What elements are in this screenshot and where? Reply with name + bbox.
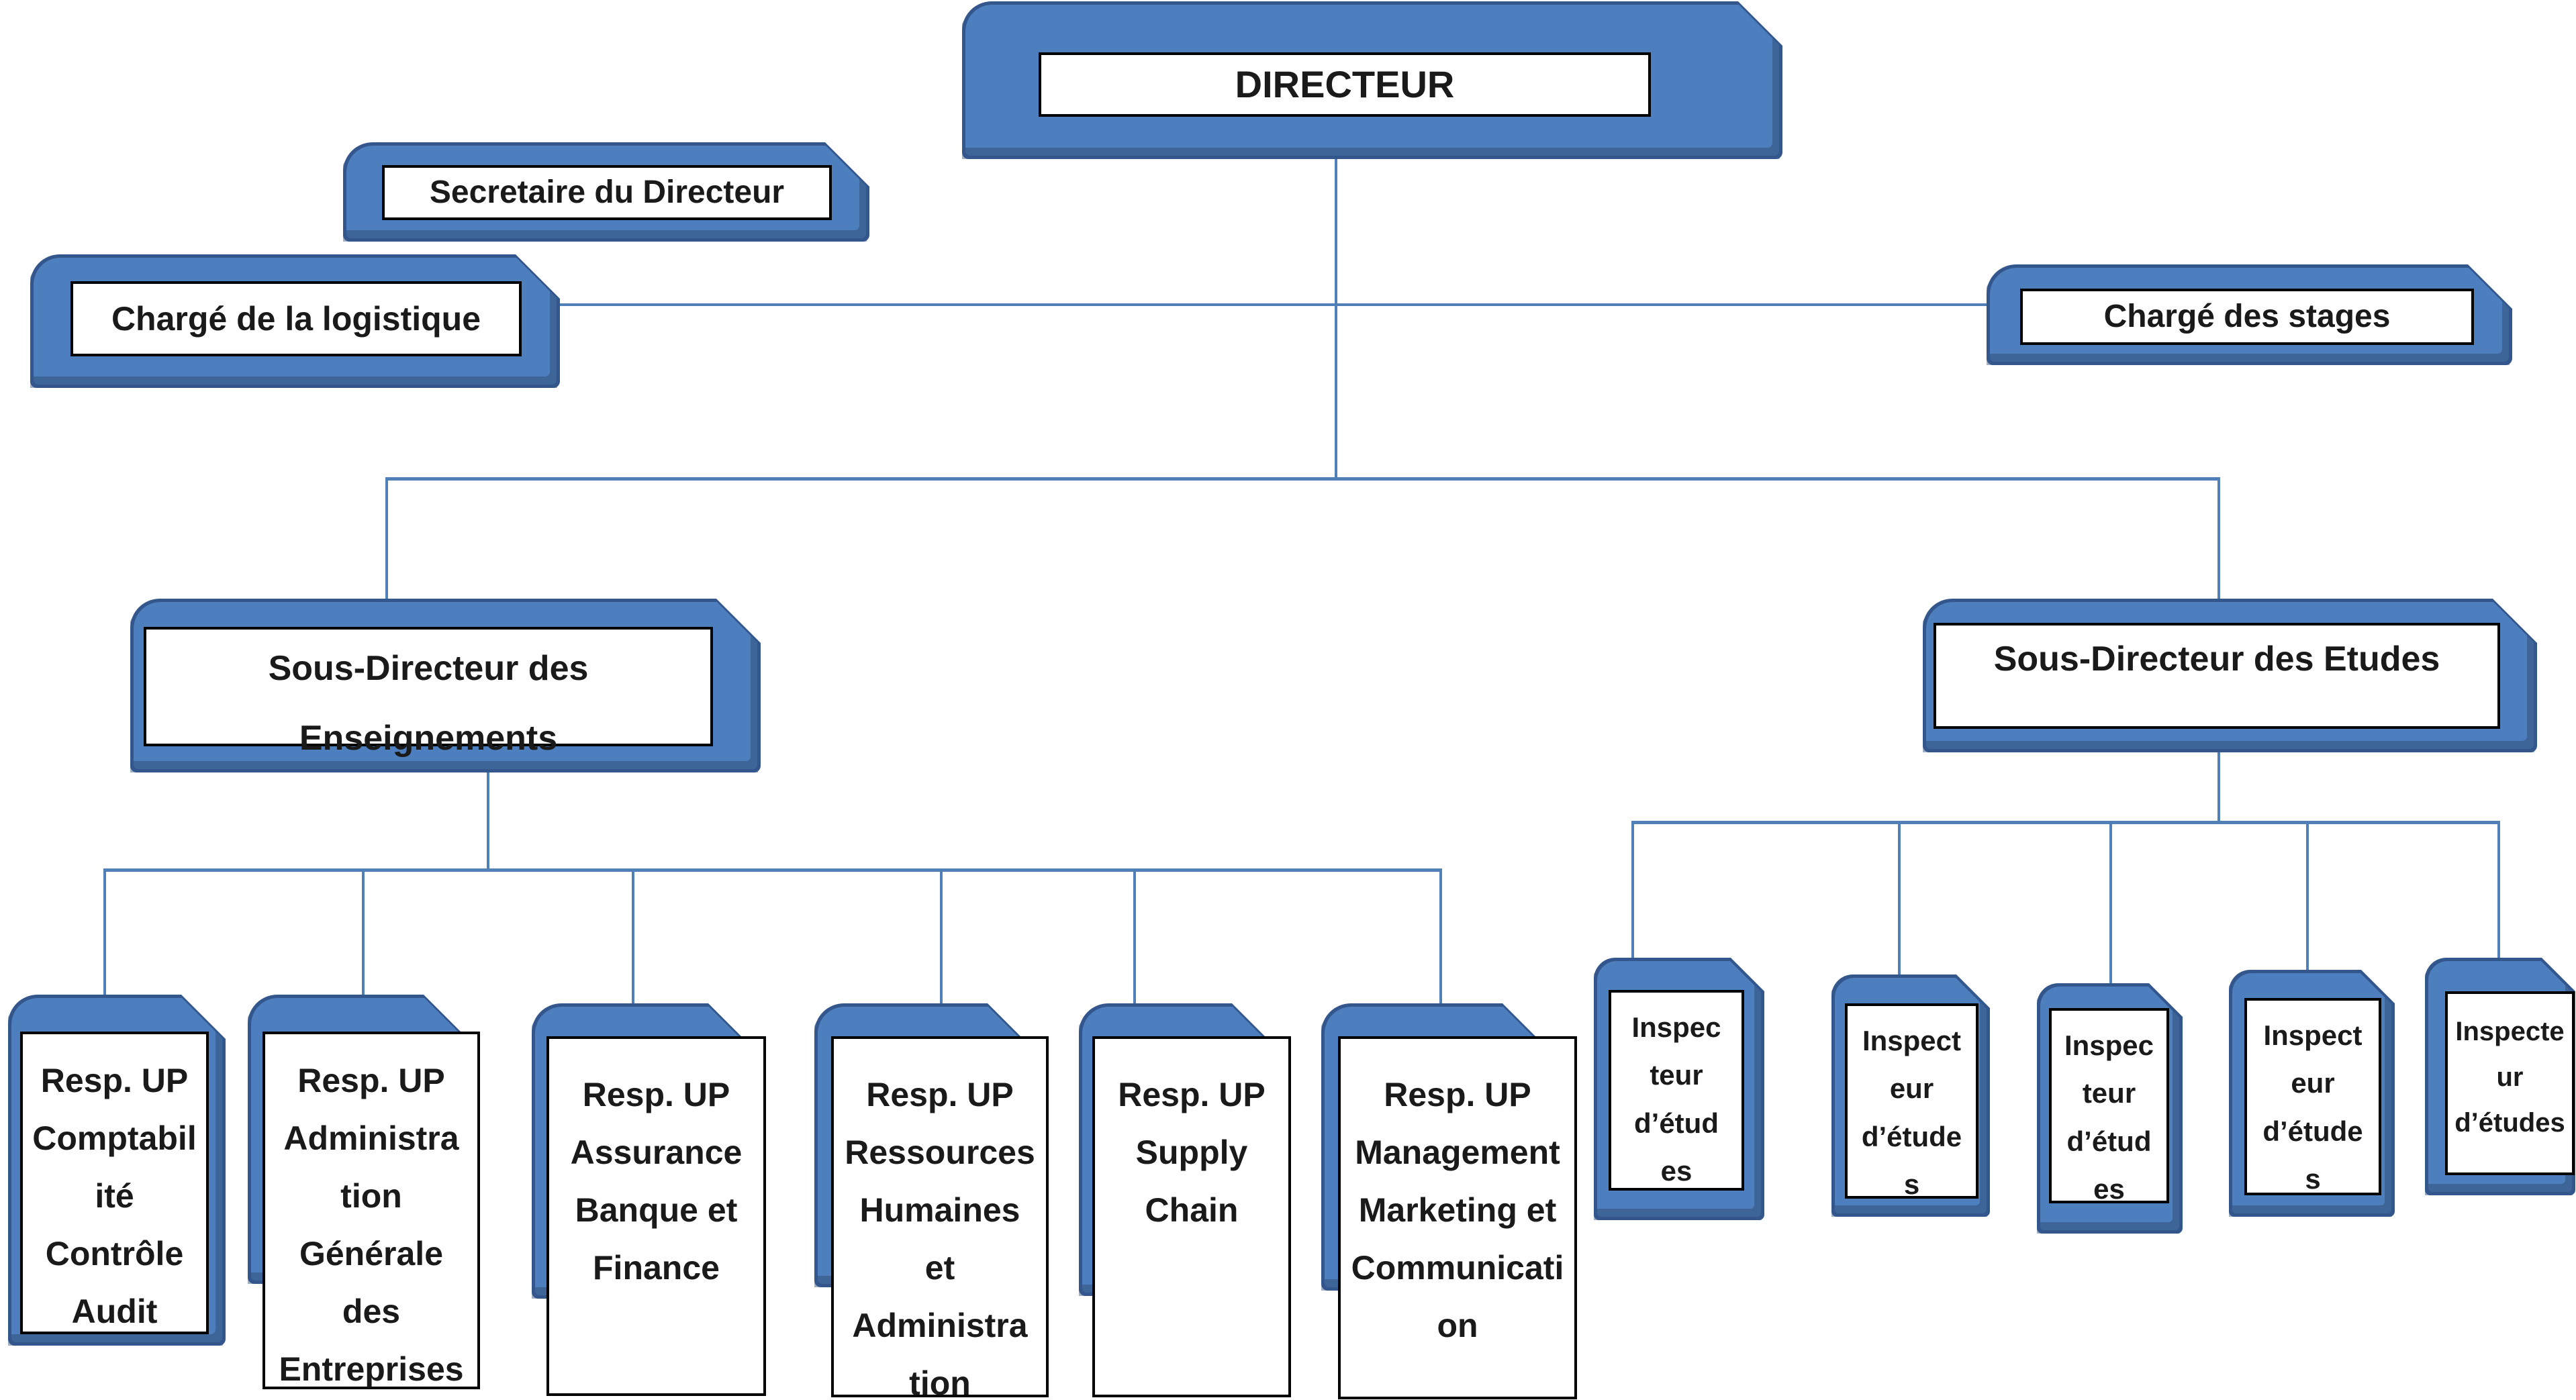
connector-drop-etudes	[2217, 477, 2220, 600]
org-node-up-comptabilite-label: Resp. UP Comptabil ité Contrôle Audit	[20, 1032, 209, 1334]
connector-drop-insp2	[1898, 821, 1901, 977]
org-node-inspecteur-4-label: Inspect eur d’étude s	[2244, 998, 2381, 1195]
org-node-up-ressources-humaines: Resp. UP Ressources Humaines et Administ…	[814, 1003, 1049, 1400]
connector-drop-up6	[1439, 868, 1442, 1006]
connector-drop-enseignements	[385, 477, 388, 600]
connector-charges-horizontal	[560, 303, 1987, 306]
org-node-inspecteur-2: Inspect eur d’étude s	[1831, 974, 1990, 1217]
connector-rail-level2	[385, 477, 2220, 481]
org-node-charge-stages-label: Chargé des stages	[2020, 289, 2474, 345]
org-node-up-administration-generale-label: Resp. UP Administra tion Générale des En…	[263, 1032, 480, 1389]
org-node-inspecteur-4: Inspect eur d’étude s	[2229, 970, 2395, 1217]
connector-drop-up3	[632, 868, 634, 1006]
connector-drop-up2	[362, 868, 365, 997]
org-node-sous-directeur-enseignements: Sous-Directeur des Enseignements	[130, 599, 761, 772]
org-node-sous-directeur-etudes-label: Sous-Directeur des Etudes	[1934, 623, 2500, 729]
org-node-inspecteur-5: Inspecte ur d’études	[2425, 958, 2575, 1195]
org-node-inspecteur-3: Inspec teur d’étud es	[2037, 983, 2183, 1234]
org-node-up-supply-chain: Resp. UP Supply Chain	[1079, 1003, 1291, 1397]
org-node-secretaire-label: Secretaire du Directeur	[382, 165, 832, 220]
org-node-directeur: DIRECTEUR	[962, 1, 1782, 159]
org-node-up-assurance-banque: Resp. UP Assurance Banque et Finance	[532, 1003, 766, 1396]
org-node-up-administration-generale: Resp. UP Administra tion Générale des En…	[248, 995, 480, 1389]
org-node-up-assurance-banque-label: Resp. UP Assurance Banque et Finance	[546, 1036, 766, 1396]
connector-drop-up4	[940, 868, 943, 1006]
connector-feed-enseignements	[487, 772, 489, 871]
org-node-up-ressources-humaines-label: Resp. UP Ressources Humaines et Administ…	[831, 1036, 1049, 1400]
org-node-up-management-marketing-label: Resp. UP Management Marketing et Communi…	[1338, 1036, 1577, 1399]
org-node-inspecteur-2-label: Inspect eur d’étude s	[1845, 1003, 1978, 1200]
connector-rail-unites	[105, 868, 1442, 872]
org-node-inspecteur-5-label: Inspecte ur d’études	[2445, 991, 2575, 1175]
connector-drop-up5	[1133, 868, 1136, 1006]
connector-drop-insp5	[2497, 821, 2500, 960]
org-node-inspecteur-1-label: Inspec teur d’étud es	[1609, 990, 1744, 1191]
connector-drop-insp1	[1631, 821, 1634, 960]
connector-drop-insp4	[2306, 821, 2309, 972]
org-node-directeur-label: DIRECTEUR	[1039, 52, 1651, 117]
org-node-up-management-marketing: Resp. UP Management Marketing et Communi…	[1321, 1003, 1577, 1399]
org-node-sous-directeur-enseignements-label: Sous-Directeur des Enseignements	[144, 627, 713, 758]
org-node-up-supply-chain-label: Resp. UP Supply Chain	[1092, 1036, 1291, 1397]
org-node-charge-logistique-label: Chargé de la logistique	[70, 281, 522, 356]
org-node-up-comptabilite: Resp. UP Comptabil ité Contrôle Audit	[8, 995, 226, 1346]
connector-drop-insp3	[2109, 821, 2112, 986]
connector-rail-inspecteurs	[1633, 821, 2500, 824]
org-node-sous-directeur-etudes: Sous-Directeur des Etudes	[1923, 599, 2537, 752]
org-node-inspecteur-3-label: Inspec teur d’étud es	[2049, 1008, 2169, 1205]
connector-directeur-vertical	[1335, 159, 1337, 480]
connector-feed-etudes	[2217, 752, 2220, 823]
org-node-inspecteur-1: Inspec teur d’étud es	[1594, 958, 1764, 1220]
org-node-charge-logistique: Chargé de la logistique	[30, 254, 560, 388]
org-node-charge-stages: Chargé des stages	[1987, 264, 2512, 365]
org-node-secretaire: Secretaire du Directeur	[343, 142, 869, 242]
connector-drop-up1	[103, 868, 106, 997]
